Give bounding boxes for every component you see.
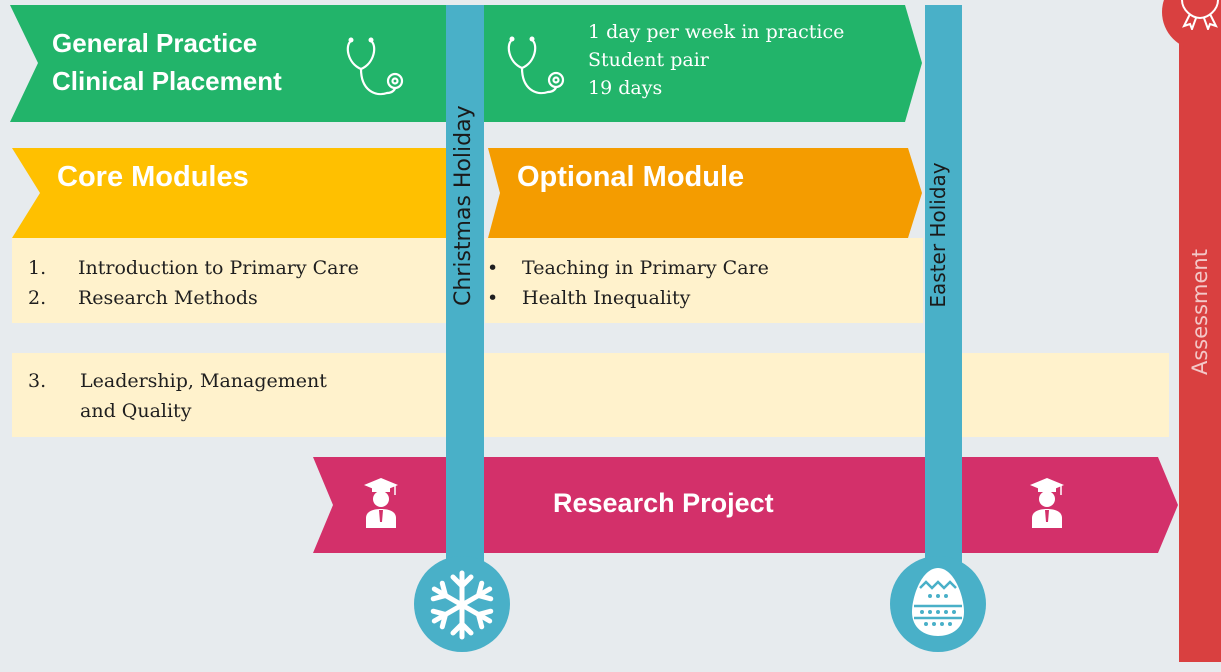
core-list: 1. Introduction to Primary Care 2. Researc… [28, 253, 359, 313]
graduate-icon [1030, 478, 1064, 528]
assessment-circle [1162, 0, 1221, 50]
placement-detail-2: Student pair [588, 49, 709, 71]
stethoscope-icon [346, 37, 404, 96]
easter-label: Easter Holiday [926, 162, 950, 308]
core-item-3-line1: Leadership, Management [80, 370, 327, 392]
placement-banner [10, 5, 450, 122]
leadership-box [12, 353, 1169, 437]
christmas-label: Christmas Holiday [451, 105, 476, 306]
stethoscope-icon [507, 36, 565, 95]
optional-list: • Teaching in Primary Care • Health Inequa… [487, 253, 769, 313]
placement-detail-1: 1 day per week in practice [588, 21, 845, 43]
graduate-icon [364, 478, 398, 528]
core-item-3-line2: and Quality [80, 400, 192, 422]
easter-egg-icon [912, 568, 964, 636]
placement-details: 1 day per week in practice Student pair … [588, 18, 844, 102]
bullet-icon: • [487, 287, 499, 309]
placement-title-line1: General Practice [52, 28, 258, 58]
optional-item-2-label: Health Inequality [522, 287, 691, 309]
easter-bar [925, 5, 962, 605]
assessment-bar [1179, 0, 1221, 662]
core-banner [12, 148, 450, 238]
placement-detail-3: 19 days [588, 77, 663, 99]
placement-title-line2: Clinical Placement [52, 66, 282, 96]
core-title: Core Modules [57, 161, 249, 193]
optional-title: Optional Module [517, 161, 745, 193]
award-ribbon-icon [1181, 0, 1219, 30]
core-item-1: 1. Introduction to Primary Care [28, 253, 359, 283]
core-item-2-label: Research Methods [78, 287, 258, 309]
assessment-label: Assessment [1188, 249, 1212, 375]
core-item-3-number: 3. [28, 370, 47, 392]
optional-item-1-label: Teaching in Primary Care [522, 257, 769, 279]
christmas-bar [446, 5, 484, 605]
core-item-1-number: 1. [28, 257, 47, 279]
optional-item-2: • Health Inequality [487, 283, 769, 313]
bullet-icon: • [487, 257, 499, 279]
optional-list-box [485, 238, 923, 323]
placement-banner-right [478, 5, 922, 122]
snowflake-icon [430, 570, 494, 640]
placement-title: General Practice Clinical Placement [52, 24, 282, 100]
core-item-1-label: Introduction to Primary Care [78, 257, 359, 279]
core-item-2-number: 2. [28, 287, 47, 309]
core-item-2: 2. Research Methods [28, 283, 359, 313]
research-title: Research Project [553, 488, 774, 518]
core-item-3: 3. Leadership, Management and Quality [28, 366, 327, 426]
core-list-box [12, 238, 450, 323]
optional-item-1: • Teaching in Primary Care [487, 253, 769, 283]
optional-banner [488, 148, 922, 238]
